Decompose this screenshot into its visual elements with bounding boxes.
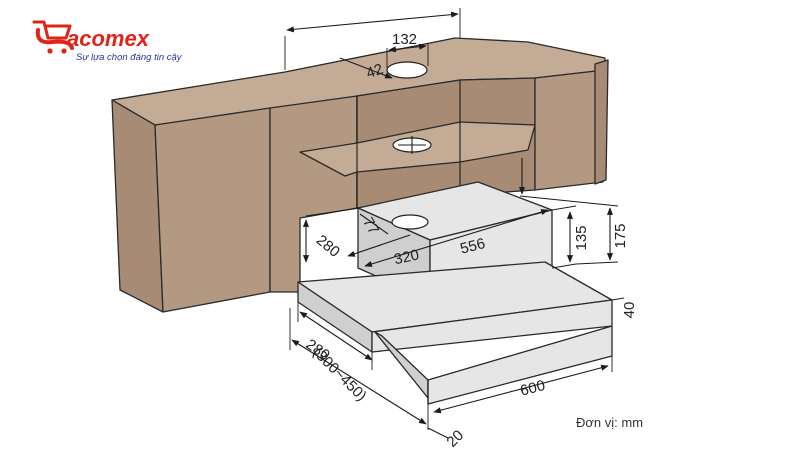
dim-hole-center: 320 (393, 246, 421, 268)
dim-hood-width: 556 (459, 235, 487, 258)
dim-hood-body-height: 135 (573, 225, 590, 250)
shopping-cart-icon (32, 20, 74, 54)
cabinet-center-door (269, 95, 358, 293)
dim-duct-diameter: 132 (392, 31, 417, 48)
hood-outlet-hole (391, 214, 429, 230)
brand-wordmark: acomex (67, 26, 150, 51)
dim-front-panel-height: 40 (621, 302, 638, 319)
dimension-lines (284, 8, 625, 439)
dim-drawer-width: 600 (519, 377, 547, 400)
cabinet-right-side (594, 59, 609, 185)
dim-hood-offset: 77 (359, 215, 382, 238)
brand-tagline: Sự lựa chọn đáng tin cậy (76, 52, 183, 63)
dim-hood-depth: 280 (313, 232, 343, 261)
upper-cabinet (111, 37, 609, 313)
dim-panel-thickness: 20 (443, 427, 467, 450)
top-duct-hole (386, 61, 428, 79)
cabinet-left-door (154, 107, 271, 313)
dim-hood-total-height: 175 (612, 223, 629, 248)
unit-label: Đơn vị: mm (576, 415, 643, 430)
brand-logo: acomex Sự lựa chọn đáng tin cậy (32, 20, 183, 63)
cabinet-right-door (534, 69, 606, 191)
dim-duct-offset: 42 (364, 61, 385, 83)
